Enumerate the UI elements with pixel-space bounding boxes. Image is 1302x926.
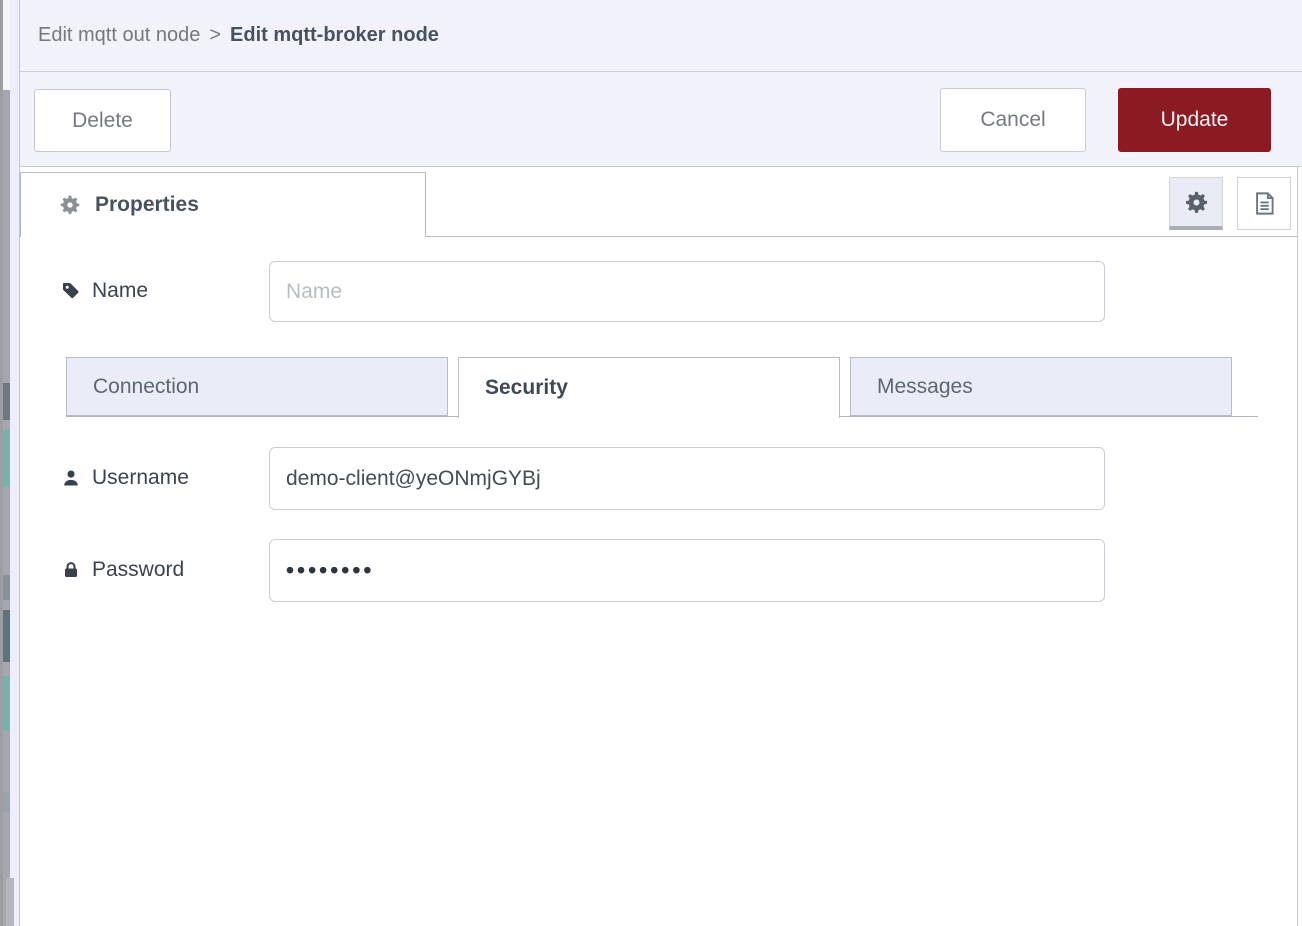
lock-icon (65, 562, 77, 577)
tab-messages[interactable]: Messages (850, 357, 1232, 416)
palette-node-fragment (3, 792, 10, 812)
name-label-text: Name (92, 279, 149, 302)
palette-node-fragment (3, 430, 10, 487)
tab-connection[interactable]: Connection (66, 357, 448, 416)
workspace-edge (0, 0, 3, 926)
breadcrumb-parent[interactable]: Edit mqtt out node (38, 24, 201, 46)
password-label-text: Password (92, 558, 185, 581)
broker-section-tabs: Connection Security Messages (66, 357, 1258, 418)
tab-security-label: Security (485, 376, 568, 399)
node-edit-form: Name Connection Security Messages (20, 237, 1297, 926)
palette-node-fragment (3, 575, 10, 600)
properties-tab-label: Properties (95, 193, 199, 216)
username-label: Username (61, 460, 189, 496)
node-description-button[interactable] (1237, 177, 1291, 230)
username-label-text: Username (92, 466, 189, 489)
editor-tab-row: Properties (20, 167, 1297, 237)
palette-node-fragment (3, 610, 10, 662)
dialog-body: Properties (20, 167, 1298, 926)
tag-icon (63, 283, 79, 299)
scrollbar-thumb[interactable] (6, 878, 14, 926)
name-label: Name (61, 273, 148, 309)
palette-strip (3, 0, 10, 926)
gear-icon (1185, 191, 1207, 213)
dialog-button-bar: Delete Cancel Update (20, 72, 1302, 167)
tab-messages-label: Messages (877, 374, 973, 398)
password-label: Password (61, 552, 184, 588)
breadcrumb-separator: > (209, 24, 222, 46)
tab-connection-label: Connection (93, 374, 200, 398)
update-button[interactable]: Update (1118, 88, 1271, 152)
username-input[interactable] (269, 447, 1105, 510)
node-settings-button[interactable] (1169, 177, 1223, 230)
edit-dialog: Edit mqtt out node > Edit mqtt-broker no… (19, 0, 1302, 926)
user-icon (64, 470, 78, 486)
palette-gutter (10, 0, 19, 926)
palette-node-fragment (3, 383, 10, 420)
delete-button[interactable]: Delete (34, 89, 171, 152)
name-input[interactable] (269, 261, 1105, 322)
document-icon (1255, 192, 1274, 215)
dialog-title: Edit mqtt-broker node (230, 24, 439, 46)
palette-background (3, 90, 10, 926)
tab-properties[interactable]: Properties (20, 172, 426, 237)
password-input[interactable] (269, 539, 1105, 602)
cancel-button[interactable]: Cancel (940, 88, 1086, 152)
palette-node-fragment (3, 676, 10, 731)
dialog-header: Edit mqtt out node > Edit mqtt-broker no… (20, 0, 1302, 72)
gear-icon (60, 195, 80, 215)
tab-security[interactable]: Security (458, 357, 840, 418)
